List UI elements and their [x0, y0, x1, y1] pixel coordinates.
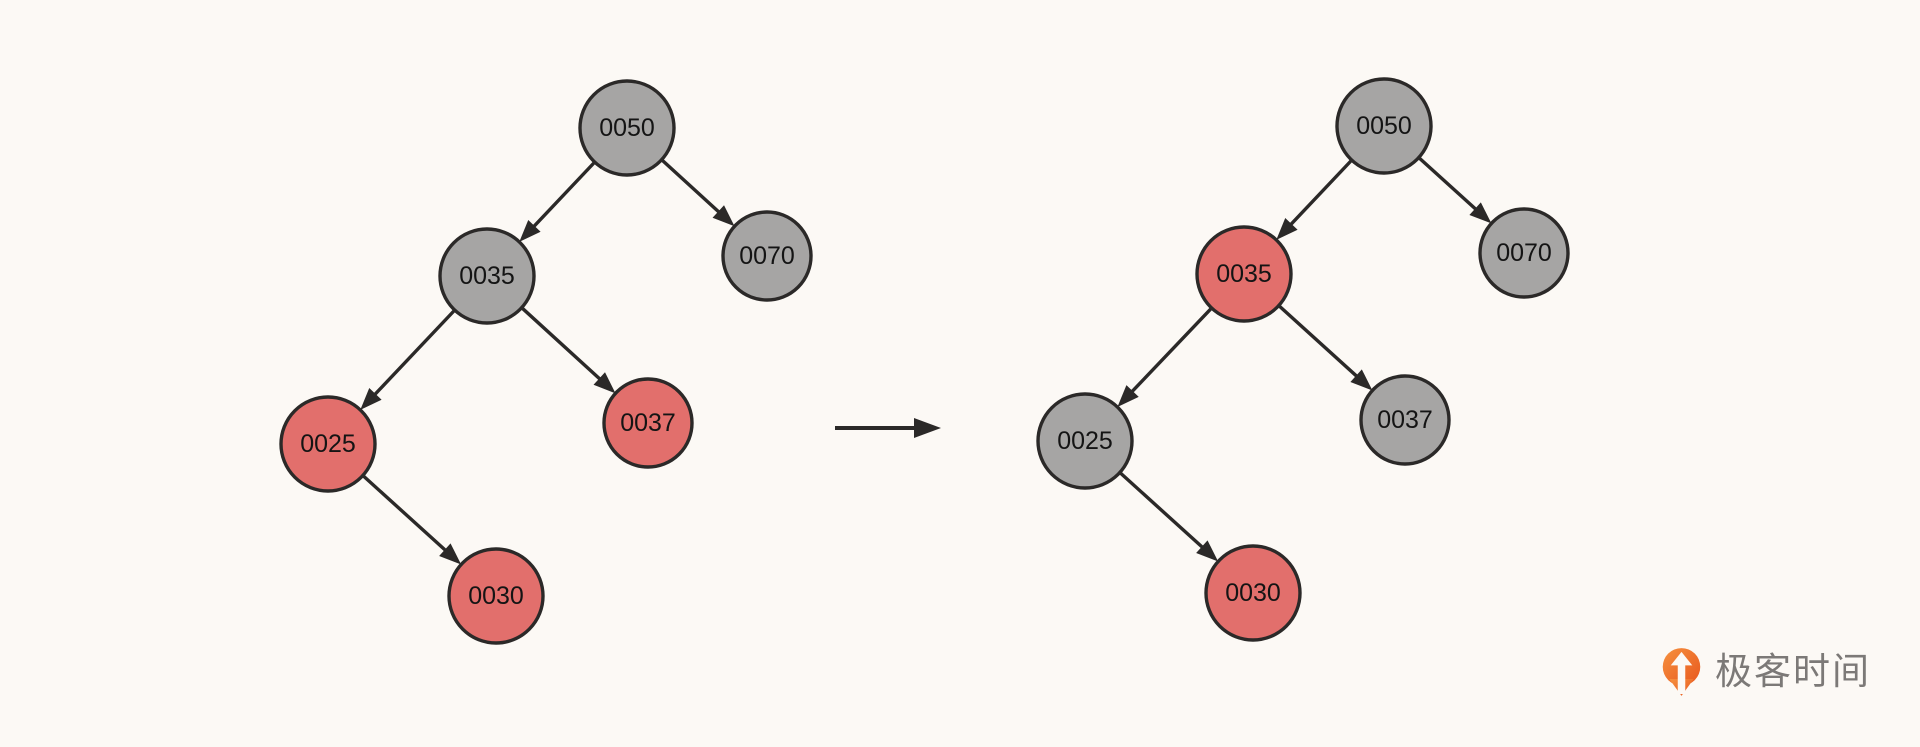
- tree-node-0050: [578, 79, 676, 177]
- tree-edge-0035-0037-line: [1277, 304, 1360, 379]
- tree-node-0037: [1359, 374, 1451, 466]
- geektime-logo-text: 极客时间: [1715, 651, 1871, 692]
- tree-node-0025: [1036, 392, 1134, 490]
- tree-node-label-0070: 0070: [739, 242, 795, 270]
- geektime-logo-icon: [1662, 648, 1701, 696]
- tree-after: 0050 0035 0070 0025 0037 0030: [1036, 77, 1570, 642]
- tree-edge-0035-0025-head: [1117, 385, 1139, 407]
- tree-node-label-0025: 0025: [1057, 427, 1113, 455]
- tree-node-label-0030: 0030: [1225, 579, 1281, 607]
- tree-node-label-0030: 0030: [468, 582, 524, 610]
- tree-edge-0050-0070-head: [1469, 202, 1492, 224]
- tree-node-0070: [721, 210, 813, 302]
- tree-node-0025: [279, 395, 377, 493]
- transform-arrow-head: [914, 418, 941, 438]
- tree-before: 0050 0035 0070 0025 0037 0030: [279, 79, 813, 645]
- tree-edge-0050-0035-line: [531, 160, 596, 230]
- tree-node-label-0037: 0037: [620, 409, 676, 437]
- tree-node-0050: [1335, 77, 1433, 175]
- tree-edge-0035-0025-line: [1129, 306, 1213, 395]
- tree-node-label-0035: 0035: [1216, 260, 1272, 288]
- tree-edge-0050-0035-line: [1288, 158, 1353, 228]
- tree-edge-0035-0025-head: [360, 388, 382, 410]
- tree-node-0030: [447, 547, 545, 645]
- tree-node-0030: [1204, 544, 1302, 642]
- tree-node-label-0050: 0050: [1356, 112, 1412, 140]
- tree-edge-0035-0037-head: [593, 372, 616, 394]
- tree-node-label-0025: 0025: [300, 430, 356, 458]
- tree-node-0035: [438, 227, 536, 325]
- tree-node-0070: [1478, 207, 1570, 299]
- tree-edge-0050-0035-head: [1276, 218, 1298, 240]
- tree-edge-0035-0037-head: [1350, 369, 1373, 391]
- transform-arrow: [835, 418, 941, 438]
- tree-edge-0025-0030-head: [439, 543, 462, 565]
- tree-node-0037: [602, 377, 694, 469]
- tree-node-label-0050: 0050: [599, 114, 655, 142]
- tree-edge-0025-0030-line: [361, 474, 449, 553]
- tree-edge-0050-0070-line: [1417, 156, 1479, 212]
- tree-edge-0050-0070-line: [660, 158, 722, 215]
- tree-node-label-0037: 0037: [1377, 406, 1433, 434]
- tree-node-label-0070: 0070: [1496, 239, 1552, 267]
- tree-node-label-0035: 0035: [459, 262, 515, 290]
- tree-edge-0025-0030-line: [1118, 471, 1206, 550]
- tree-edge-0050-0035-head: [519, 220, 541, 242]
- geektime-logo: 极客时间: [1659, 645, 1871, 698]
- tree-edge-0050-0070-head: [712, 205, 735, 227]
- tree-edge-0035-0025-line: [372, 308, 456, 398]
- tree-node-0035: [1195, 225, 1293, 323]
- tree-edge-0025-0030-head: [1196, 540, 1219, 562]
- tree-edge-0035-0037-line: [520, 306, 603, 382]
